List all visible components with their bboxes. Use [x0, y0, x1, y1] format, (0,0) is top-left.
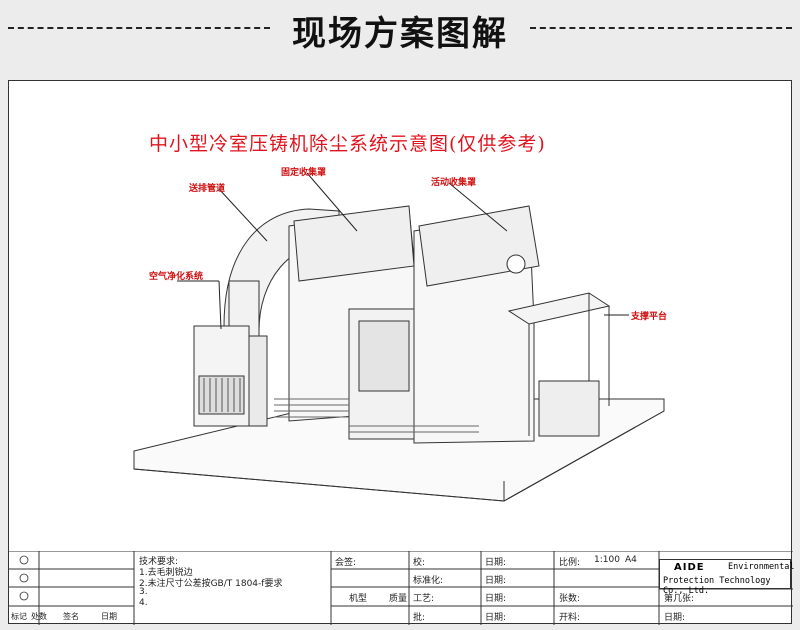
design-label: 会签: [335, 558, 357, 568]
diagram-caption: 中小型冷室压铸机除尘系统示意图(仅供参考) [149, 133, 546, 155]
scale-label: 比例: [559, 558, 581, 568]
company-brand: AIDE Environmental Protection Technology… [659, 559, 795, 596]
check-label: 校: [413, 558, 426, 568]
header-dash-right [530, 27, 792, 29]
tech-req-2: 2.未注尺寸公差按GB/T 1804-f要求 [139, 579, 283, 589]
paper-size: A4 [625, 555, 637, 565]
date-label-4: 日期: [485, 613, 507, 623]
date-label-1: 日期: [485, 558, 507, 568]
title-block-grid [9, 551, 793, 625]
machine-drawing [133, 172, 665, 502]
drawn-label: 开料: [559, 613, 581, 623]
date-label-3: 日期: [485, 594, 507, 604]
sheet-no-label: 第几张: [664, 594, 695, 604]
date-label: 日期 [101, 612, 117, 621]
company-name-line1: Environmental [728, 562, 795, 572]
process-label: 工艺: [413, 594, 435, 604]
scale-value: 1:100 [594, 555, 620, 565]
date-label-2: 日期: [485, 576, 507, 586]
header-dash-left [8, 27, 270, 29]
model-label: 机型 [349, 594, 368, 604]
weight-label: 质量 [389, 594, 408, 604]
callout-fixed-hood: 固定收集罩 [281, 168, 327, 178]
tech-req-3: 3. [139, 587, 148, 597]
date-label-5: 日期: [664, 613, 686, 623]
signature-label: 签名 [63, 612, 79, 621]
drawing-sheet: 中小型冷室压铸机除尘系统示意图(仅供参考) [8, 80, 795, 625]
company-name-line2: Protection Technology Co., Ltd. [663, 576, 771, 596]
tech-req-title: 技术要求: [139, 557, 179, 567]
callout-support-platform: 支撑平台 [631, 312, 668, 322]
tech-req-1: 1.去毛刺锐边 [139, 568, 193, 578]
sheet-count-label: 张数: [559, 594, 581, 604]
callout-duct: 送排管道 [189, 184, 226, 194]
page-title: 现场方案图解 [292, 14, 508, 54]
page-header: 现场方案图解 [0, 0, 800, 78]
approve-label: 批: [413, 613, 426, 623]
callout-movable-hood: 活动收集罩 [431, 178, 477, 188]
tech-req-4: 4. [139, 598, 148, 608]
company-logo: AIDE [674, 562, 705, 573]
mark-label: 标记 [11, 612, 27, 621]
count-label: 处数 [31, 612, 47, 621]
callout-air-purifier: 空气净化系统 [149, 272, 204, 282]
standard-label: 标准化: [413, 576, 444, 586]
